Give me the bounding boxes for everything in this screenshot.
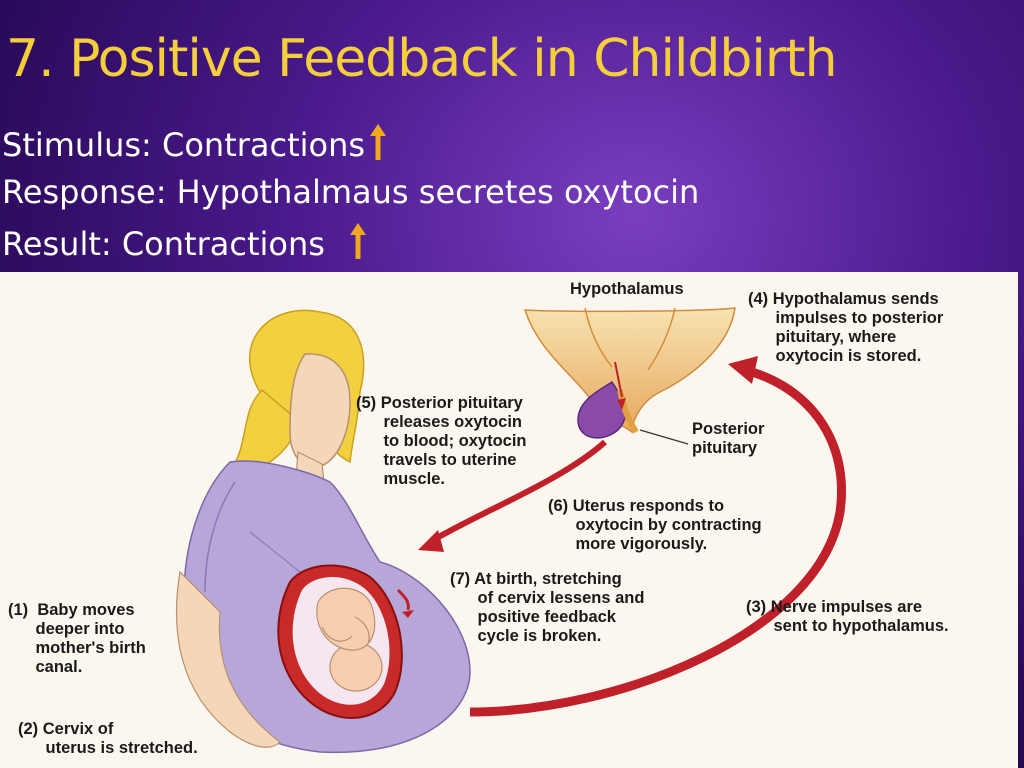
result-text: Result: Contractions	[2, 225, 336, 263]
up-arrow-icon	[349, 221, 367, 270]
step2-label: (2) Cervix of uterus is stretched.	[18, 720, 198, 757]
result-line: Result: Contractions	[2, 221, 367, 270]
hypothalamus-label: Hypothalamus	[570, 280, 684, 298]
step3-label: (3) Nerve impulses are sent to hypothala…	[746, 598, 949, 635]
step7-label: (7) At birth, stretching of cervix lesse…	[450, 570, 645, 645]
response-text: Response: Hypothalmaus secretes oxytocin	[2, 173, 700, 211]
hypothalamus-illustration	[523, 307, 736, 434]
uterus-illustration	[277, 564, 403, 719]
step5-label: (5) Posterior pituitary releases oxytoci…	[356, 394, 527, 488]
stimulus-text: Stimulus: Contractions	[2, 126, 366, 164]
posterior-pituitary-label: Posterior pituitary	[692, 420, 765, 457]
pituitary-leader-line	[639, 429, 689, 445]
slide-title: 7. Positive Feedback in Childbirth	[6, 29, 838, 89]
step1-label: (1) Baby moves deeper into mother's birt…	[8, 601, 146, 676]
stimulus-line: Stimulus: Contractions	[2, 122, 387, 171]
diagram-illustration	[175, 307, 846, 754]
step6-label: (6) Uterus responds to oxytocin by contr…	[548, 497, 762, 553]
step4-label: (4) Hypothalamus sends impulses to poste…	[748, 290, 944, 365]
childbirth-feedback-diagram: Hypothalamus Posterior pituitary (1) Bab…	[0, 272, 1018, 768]
feedback-arrow-icon	[396, 356, 846, 717]
posterior-pituitary-illustration	[577, 361, 639, 439]
response-line: Response: Hypothalmaus secretes oxytocin	[2, 172, 699, 212]
up-arrow-icon	[369, 122, 387, 171]
